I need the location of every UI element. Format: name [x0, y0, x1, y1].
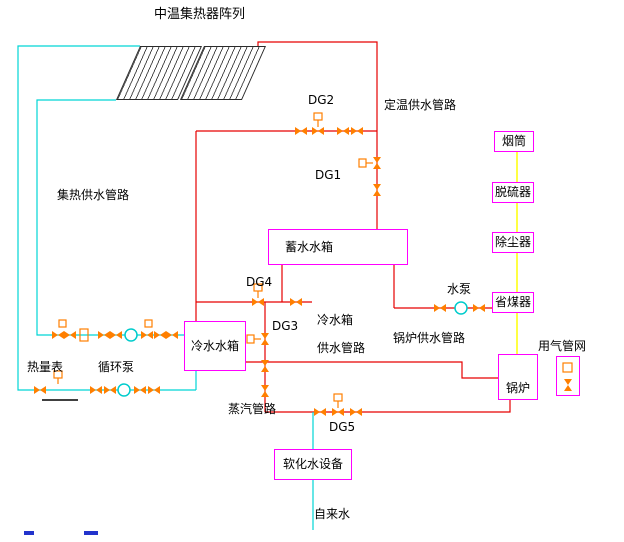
- label-collector-array: 中温集热器阵列: [154, 7, 246, 22]
- water-pump-icon: [454, 301, 468, 315]
- valve-icon: [98, 331, 110, 339]
- chimney-label: 烟筒: [501, 134, 526, 148]
- valve-icon: [290, 298, 302, 306]
- screen-artifact: [84, 531, 98, 535]
- valve-icon: [34, 386, 46, 394]
- economizer-label: 省煤器: [494, 295, 531, 309]
- dg3-valve-icon: [261, 333, 269, 345]
- circulation-pump-icon: [124, 328, 138, 342]
- gas-valve-icon: [562, 362, 573, 373]
- label-tap-water: 自来水: [314, 507, 351, 521]
- dg1-valve-actuator: [358, 158, 367, 168]
- valve-icon: [110, 331, 122, 339]
- valve-icon: [154, 331, 166, 339]
- label-dg2: DG2: [308, 93, 335, 107]
- dust-remover-label: 除尘器: [494, 235, 531, 249]
- label-dg3: DG3: [272, 319, 299, 333]
- dg5-valve-actuator: [333, 393, 343, 402]
- label-steam-pipeline: 蒸汽管路: [228, 402, 277, 416]
- equipment-boiler: 锅炉: [498, 354, 538, 400]
- label-dg4: DG4: [246, 275, 273, 289]
- valve-icon: [166, 331, 178, 339]
- equipment-chimney: 烟筒: [494, 131, 534, 152]
- equipment-dust-remover: 除尘器: [492, 232, 534, 253]
- instrument-icon: [53, 370, 63, 379]
- valve-icon: [148, 386, 160, 394]
- equipment-economizer: 省煤器: [492, 292, 534, 313]
- dg2-valve-actuator: [313, 112, 323, 121]
- dg3-valve-actuator: [246, 334, 255, 344]
- pipe-steam-line: [265, 400, 511, 413]
- pipe-boiler-feed: [246, 361, 498, 379]
- label-circulation-pump: 循环泵: [98, 360, 135, 374]
- valve-icon: [141, 331, 153, 339]
- valve-icon: [90, 386, 102, 394]
- valve-icon: [261, 385, 269, 397]
- valve-icon: [350, 408, 362, 416]
- valve-icon: [351, 127, 363, 135]
- meter-icon: [79, 328, 89, 342]
- label-cold-tank-supply-2: 供水管路: [317, 341, 366, 355]
- label-dg1: DG1: [315, 168, 342, 182]
- label-dg5: DG5: [329, 420, 356, 434]
- valve-icon: [134, 386, 146, 394]
- instrument-icon: [144, 319, 153, 328]
- boiler-label: 锅炉: [505, 381, 530, 395]
- dg1-valve-icon: [373, 157, 381, 169]
- dg4-valve-icon: [252, 298, 264, 306]
- valve-icon: [104, 386, 116, 394]
- pipe-collector-outlet: [257, 41, 378, 229]
- equipment-cold-water-tank: 冷水水箱: [184, 321, 246, 371]
- valve-icon: [337, 127, 349, 135]
- valve-icon: [64, 331, 76, 339]
- label-heat-meter: 热量表: [27, 360, 64, 374]
- dg4-valve-actuator: [253, 283, 263, 292]
- label-gas-network: 用气管网: [538, 339, 587, 353]
- valve-icon: [261, 360, 269, 372]
- valve-icon: [473, 304, 485, 312]
- valve-icon: [434, 304, 446, 312]
- label-water-pump: 水泵: [447, 282, 472, 296]
- equipment-gas-network-box: [556, 356, 580, 396]
- dg2-valve-icon: [312, 127, 324, 135]
- valve-icon: [373, 184, 381, 196]
- valve-icon: [314, 408, 326, 416]
- softener-label: 软化水设备: [282, 457, 343, 471]
- circulation-pump-icon: [117, 383, 131, 397]
- screen-artifact: [24, 531, 34, 535]
- equipment-softener: 软化水设备: [274, 449, 352, 480]
- pipe-collector-return-inner: [36, 99, 184, 336]
- instrument-icon: [58, 319, 67, 328]
- equipment-desulfurizer: 脱硫器: [492, 182, 534, 203]
- label-constant-temp-supply: 定温供水管路: [384, 98, 457, 112]
- label-boiler-supply: 锅炉供水管路: [393, 331, 466, 345]
- equipment-storage-tank: 蓄水水箱: [268, 229, 408, 265]
- dg5-valve-icon: [332, 408, 344, 416]
- desulfurizer-label: 脱硫器: [494, 185, 531, 199]
- label-cold-tank-supply-1: 冷水箱: [317, 313, 354, 327]
- label-collector-supply: 集热供水管路: [57, 188, 130, 202]
- valve-icon: [295, 127, 307, 135]
- valve-icon: [52, 331, 64, 339]
- cold-water-tank-label: 冷水水箱: [190, 338, 239, 353]
- storage-tank-label: 蓄水水箱: [285, 239, 334, 254]
